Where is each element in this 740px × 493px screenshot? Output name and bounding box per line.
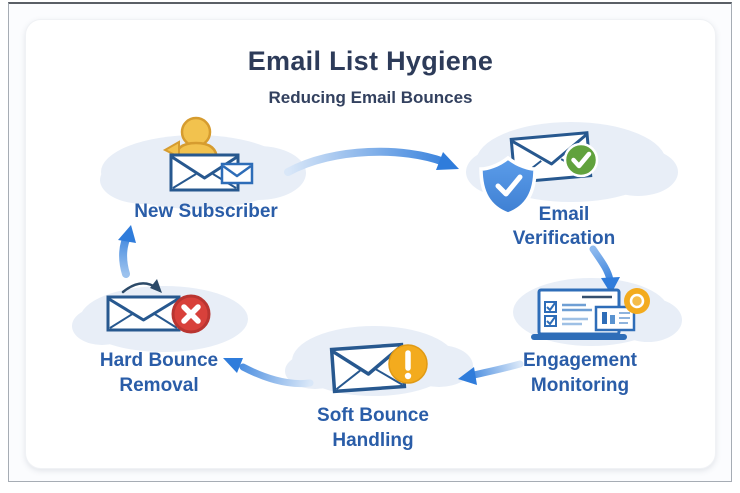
target-badge-icon bbox=[624, 288, 650, 314]
node-label-line: Handling bbox=[332, 430, 414, 451]
envelope-error-icon bbox=[106, 279, 211, 334]
node-label-line: Engagement bbox=[522, 350, 638, 371]
envelope-icon bbox=[106, 295, 181, 332]
envelope-icon bbox=[329, 342, 407, 394]
loop-arrowhead bbox=[150, 279, 162, 293]
verified-check-badge bbox=[563, 142, 599, 178]
label-new-subscriber: New Subscriber bbox=[96, 201, 316, 223]
arrow-engage-to-soft bbox=[458, 360, 524, 385]
envelope-warning-icon bbox=[329, 342, 428, 394]
small-envelope-icon bbox=[220, 162, 254, 185]
shield-icon bbox=[479, 155, 537, 216]
diagram-card: Email List Hygiene Reducing Email Bounce… bbox=[25, 19, 716, 469]
laptop-checklist-icon bbox=[531, 288, 650, 340]
node-label-line: Soft Bounce bbox=[317, 405, 429, 426]
node-label-line: New Subscriber bbox=[134, 201, 278, 222]
error-badge bbox=[171, 294, 211, 334]
arrow-hard-to-new bbox=[118, 225, 136, 278]
cycle-diagram bbox=[72, 116, 682, 396]
shield-check-envelope-icon bbox=[479, 131, 599, 216]
page-title: Email List Hygiene bbox=[247, 46, 494, 76]
node-label-line: Verification bbox=[512, 228, 616, 249]
node-label-line: Email bbox=[538, 204, 590, 225]
node-label-line: Removal bbox=[119, 375, 199, 396]
page-subtitle: Reducing Email Bounces bbox=[268, 88, 473, 107]
label-soft-bounce-handling: Soft Bounce Handling bbox=[293, 403, 453, 453]
person-envelope-icon bbox=[162, 116, 254, 192]
outer-frame: Email List Hygiene Reducing Email Bounce… bbox=[8, 2, 732, 482]
warning-badge bbox=[388, 344, 428, 384]
label-hard-bounce-removal: Hard Bounce Removal bbox=[79, 348, 239, 398]
flow-arrows bbox=[118, 147, 620, 388]
chart-panel-icon bbox=[594, 305, 636, 332]
node-label-line: Hard Bounce bbox=[99, 350, 219, 371]
label-email-verification: Email Verification bbox=[484, 203, 644, 251]
label-engagement-monitoring: Engagement Monitoring bbox=[500, 348, 660, 398]
arrow-verify-to-engage bbox=[589, 245, 620, 294]
arrow-new-to-verify bbox=[284, 147, 459, 176]
arrow-soft-to-hard bbox=[223, 358, 314, 388]
node-label-line: Monitoring bbox=[530, 375, 630, 396]
